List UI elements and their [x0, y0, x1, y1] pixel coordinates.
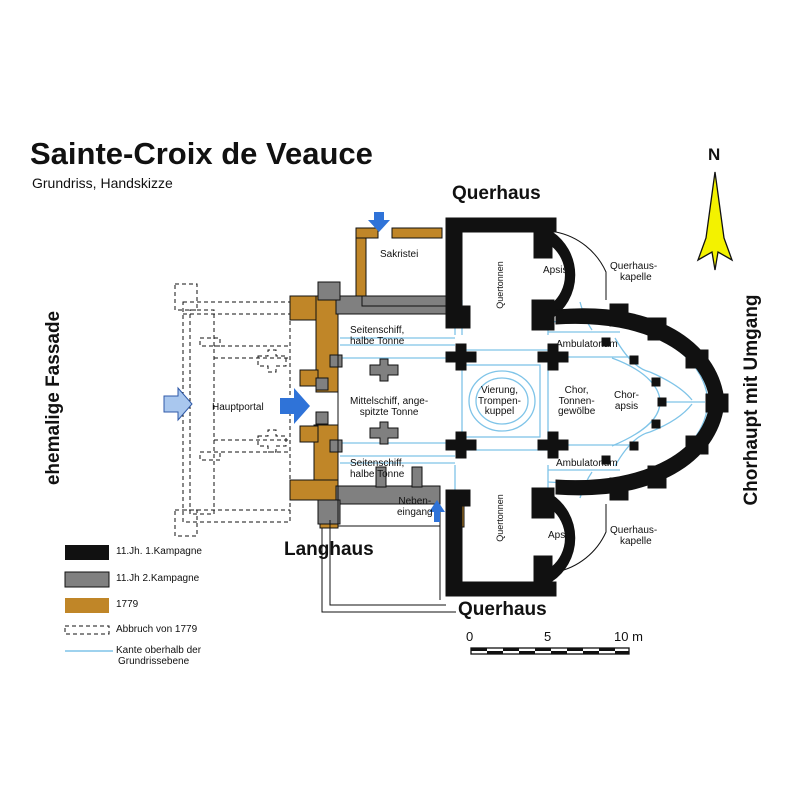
walls-phase2	[315, 281, 455, 525]
label-chorhaupt: Chorhaupt mit Umgang	[741, 294, 762, 506]
label-chorapsis: Chor-apsis	[614, 390, 640, 412]
west-facade-arrow	[163, 386, 193, 422]
scale-label-5: 5	[544, 629, 552, 644]
legend-swatch-dashed	[64, 625, 110, 635]
walls-phase1	[445, 217, 729, 597]
label-querhauskapelle-top: Querhaus-kapelle	[610, 261, 658, 283]
diagram-title: Sainte-Croix de Veauce	[30, 136, 373, 171]
sakristei-arrow	[368, 212, 390, 232]
label-apsis-top: Apsis	[543, 265, 568, 276]
north-label: N	[708, 145, 721, 164]
scale-bar	[470, 647, 630, 655]
legend-swatch-1779	[65, 598, 109, 613]
label-apsis-bottom: Apsis	[548, 530, 573, 541]
nebeneingang-arrow	[429, 500, 445, 522]
label-ambulatorium-bottom: Ambulatorium	[556, 458, 618, 469]
label-ehemalige-fassade: ehemalige Fassade	[43, 310, 64, 486]
north-arrow	[696, 171, 734, 271]
legend-label-phase1: 11.Jh. 1.Kampagne	[116, 546, 202, 557]
legend-label-phase2: 11.Jh 2.Kampagne	[116, 573, 200, 584]
scale-label-10m: 10 m	[614, 629, 643, 644]
diagram-subtitle: Grundriss, Handskizze	[32, 175, 173, 191]
entrance-arrows	[163, 212, 445, 522]
label-langhaus: Langhaus	[284, 539, 374, 560]
hauptportal-arrow	[280, 388, 310, 424]
label-seitenschiff-bottom: Seitenschiff,halbe Tonne	[350, 458, 405, 480]
legend-label-abbruch: Abbruch von 1779	[116, 624, 198, 635]
label-querhaus-top: Querhaus	[452, 183, 541, 204]
label-quertonnen-bottom: Quertonnen	[495, 494, 505, 542]
label-querhaus-bottom: Querhaus	[458, 599, 547, 620]
plan-outlines	[321, 231, 607, 613]
label-chor: Chor,Tonnen-gewölbe	[558, 385, 596, 417]
legend-swatches	[64, 545, 113, 652]
legend-swatch-phase1	[65, 545, 109, 560]
label-vierung: Vierung,Trompen-kuppel	[478, 385, 521, 417]
legend-label-1779: 1779	[116, 599, 139, 610]
label-sakristei: Sakristei	[380, 249, 419, 260]
label-querhauskapelle-bottom: Querhaus-kapelle	[610, 525, 658, 547]
label-seitenschiff-top: Seitenschiff,halbe Tonne	[350, 325, 405, 347]
label-quertonnen-top: Quertonnen	[495, 261, 505, 309]
legend-swatch-phase2	[64, 571, 110, 588]
label-ambulatorium-top: Ambulatorium	[556, 339, 618, 350]
label-nebeneingang: Neben-eingang	[397, 496, 433, 518]
label-hauptportal: Hauptportal	[212, 402, 264, 413]
label-mittelschiff: Mittelschiff, ange-spitzte Tonne	[350, 396, 429, 418]
scale-label-0: 0	[466, 629, 474, 644]
